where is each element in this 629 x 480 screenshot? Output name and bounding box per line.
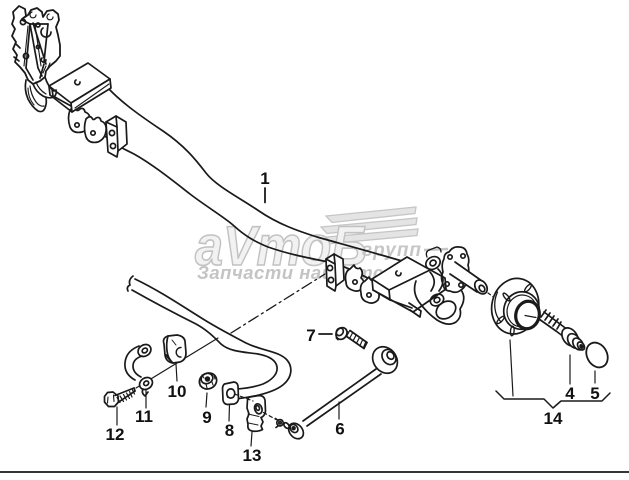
svg-text:1: 1	[260, 169, 269, 188]
svg-text:14: 14	[544, 409, 563, 428]
svg-text:9: 9	[202, 408, 211, 427]
svg-text:10: 10	[168, 382, 187, 401]
svg-text:13: 13	[243, 446, 262, 465]
svg-text:5: 5	[590, 384, 599, 403]
svg-text:7: 7	[306, 326, 315, 345]
svg-text:11: 11	[135, 407, 153, 426]
svg-text:4: 4	[565, 384, 575, 403]
svg-text:групп: групп	[362, 240, 422, 261]
svg-text:6: 6	[335, 420, 344, 439]
svg-text:8: 8	[225, 421, 234, 440]
svg-text:12: 12	[106, 425, 125, 444]
